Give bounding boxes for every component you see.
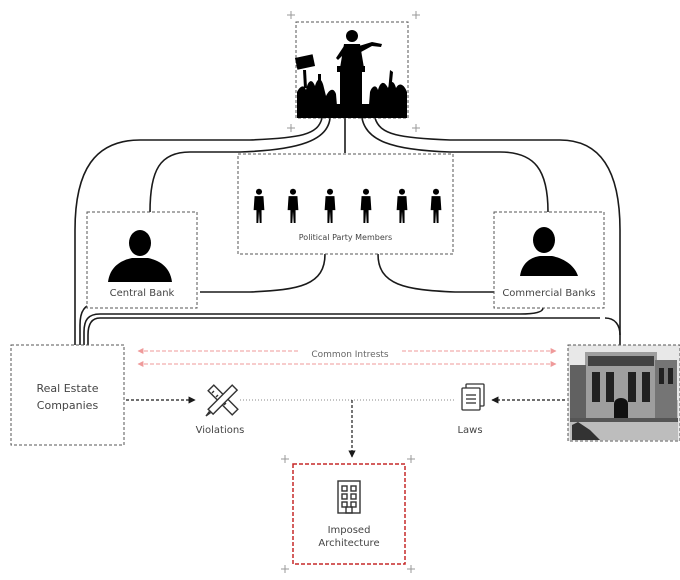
real-estate-label-line1: Real Estate [36, 382, 99, 395]
connector-lines [74, 117, 621, 360]
ruler-pencil-icon [205, 384, 239, 417]
commercial-banks-box [493, 211, 605, 309]
party-members-label: Political Party Members [298, 233, 393, 242]
crosshair-markers [281, 11, 420, 573]
common-interests-label: Common Intrests [300, 350, 400, 360]
imposed-architecture-label-line1: Imposed [327, 525, 371, 536]
imposed-architecture-box [292, 463, 406, 565]
real-estate-box [10, 344, 125, 446]
laws-label: Laws [457, 425, 483, 436]
central-bank-label: Central Bank [109, 288, 175, 299]
imposed-architecture-label: Imposed Architecture [293, 524, 405, 550]
flow-lines [126, 396, 565, 458]
central-bank-person-icon [108, 230, 172, 282]
imposed-architecture-label-line2: Architecture [318, 538, 380, 549]
commercial-banks-person-icon [520, 227, 578, 276]
commercial-banks-label: Commercial Banks [502, 288, 596, 299]
political-leader-image [294, 21, 409, 119]
building-icon [337, 480, 361, 514]
documents-icon [461, 383, 485, 411]
government-building-image [567, 344, 680, 442]
central-bank-box [86, 211, 198, 309]
common-interests-arrows [137, 348, 557, 367]
real-estate-label: Real Estate Companies [11, 380, 124, 414]
violations-label: Violations [195, 425, 245, 436]
real-estate-label-line2: Companies [36, 399, 99, 412]
party-members-box [237, 153, 454, 255]
